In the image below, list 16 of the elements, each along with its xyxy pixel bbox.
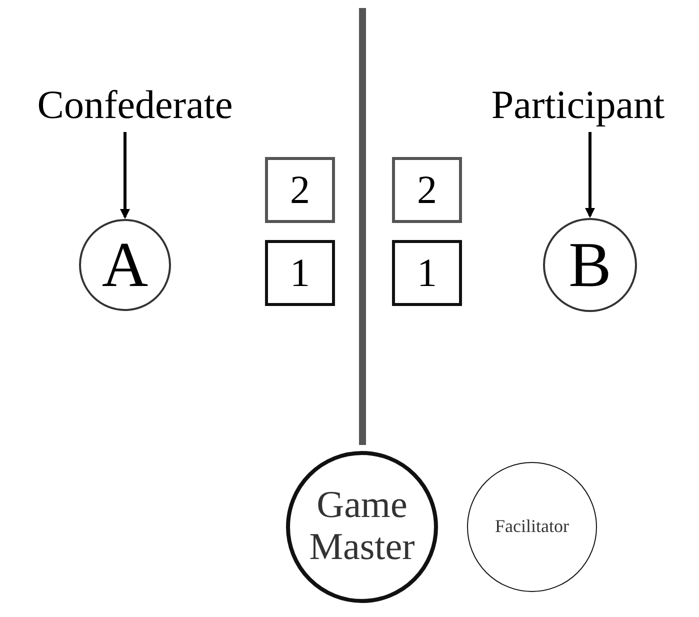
card-box (392, 240, 462, 306)
arrow (585, 132, 595, 218)
number-label: 2 (290, 168, 310, 212)
role-label: Participant (491, 83, 665, 127)
card-box (265, 240, 335, 306)
card-box (265, 157, 335, 223)
number-label: 1 (290, 251, 310, 295)
seat-label: Game Master (308, 485, 416, 569)
seat-label: Facilitator (495, 517, 569, 537)
role-label: Confederate (37, 83, 233, 127)
number-label: 2 (417, 168, 437, 212)
card-box (392, 157, 462, 223)
seat-label: A (102, 230, 148, 300)
number-label: 1 (417, 251, 437, 295)
seat-label: B (568, 230, 612, 300)
arrow (120, 132, 130, 219)
